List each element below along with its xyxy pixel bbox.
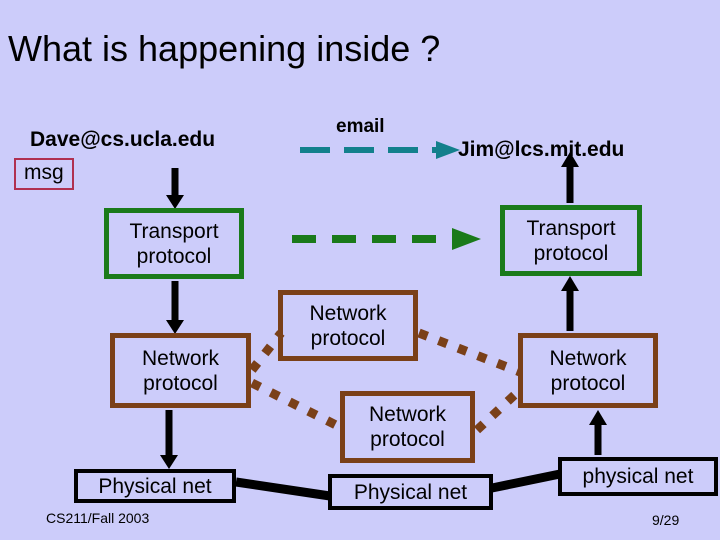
network-protocol-box-router-lower: Network protocol [340, 391, 475, 463]
physical-net-box-receiver: physical net [558, 457, 718, 496]
email-link-arrow [300, 141, 460, 159]
network-box-line2: protocol [550, 371, 626, 395]
network-box-line1: Network [549, 346, 627, 370]
transport-box-line2: protocol [136, 244, 212, 268]
physical-net-box-middle: Physical net [328, 474, 493, 510]
transport-protocol-box-sender: Transport protocol [104, 208, 244, 279]
network-box-line1: Network [368, 403, 447, 426]
transport-box-line1: Transport [129, 219, 219, 243]
message-box: msg [14, 158, 74, 190]
footer-page-number: 9/29 [652, 512, 680, 528]
link-mid-to-right [491, 469, 561, 493]
connector-midupper-to-right [417, 328, 522, 377]
sender-address-label: Dave@cs.ucla.edu [30, 128, 216, 151]
page-title: What is happening inside ? [8, 28, 441, 69]
transport-box-line2: protocol [533, 241, 609, 265]
network-protocol-box-sender: Network protocol [110, 333, 251, 408]
transport-box-line1: Transport [526, 216, 616, 240]
footer-course-label: CS211/Fall 2003 [46, 510, 150, 526]
arrow-receiver-physical-to-network [589, 410, 607, 455]
physical-net-label: physical net [582, 465, 694, 488]
email-link-label: email [336, 116, 385, 137]
link-left-to-mid [235, 477, 331, 501]
network-box-line1: Network [309, 301, 387, 325]
network-box-line2: protocol [370, 428, 445, 451]
network-protocol-box-receiver: Network protocol [518, 333, 658, 408]
arrow-receiver-network-to-transport [561, 276, 579, 331]
physical-net-label: Physical net [98, 474, 212, 498]
transport-link-arrow [292, 228, 481, 250]
network-box-line2: protocol [143, 371, 218, 395]
arrow-sender-network-to-physical [160, 410, 178, 469]
physical-net-label: Physical net [353, 480, 468, 504]
network-box-line2: protocol [310, 326, 386, 350]
transport-protocol-box-receiver: Transport protocol [500, 205, 642, 276]
arrow-sender-app-to-transport [166, 168, 184, 209]
connector-left-to-midupper [248, 330, 285, 373]
connector-left-to-midlower [249, 378, 345, 433]
network-box-line1: Network [141, 346, 220, 370]
physical-net-box-sender: Physical net [74, 469, 236, 503]
network-protocol-box-router-upper: Network protocol [278, 290, 418, 361]
receiver-address-label: Jim@lcs.mit.edu [458, 138, 625, 161]
arrow-sender-transport-to-network [166, 281, 184, 334]
connector-midlower-to-right [473, 384, 526, 434]
